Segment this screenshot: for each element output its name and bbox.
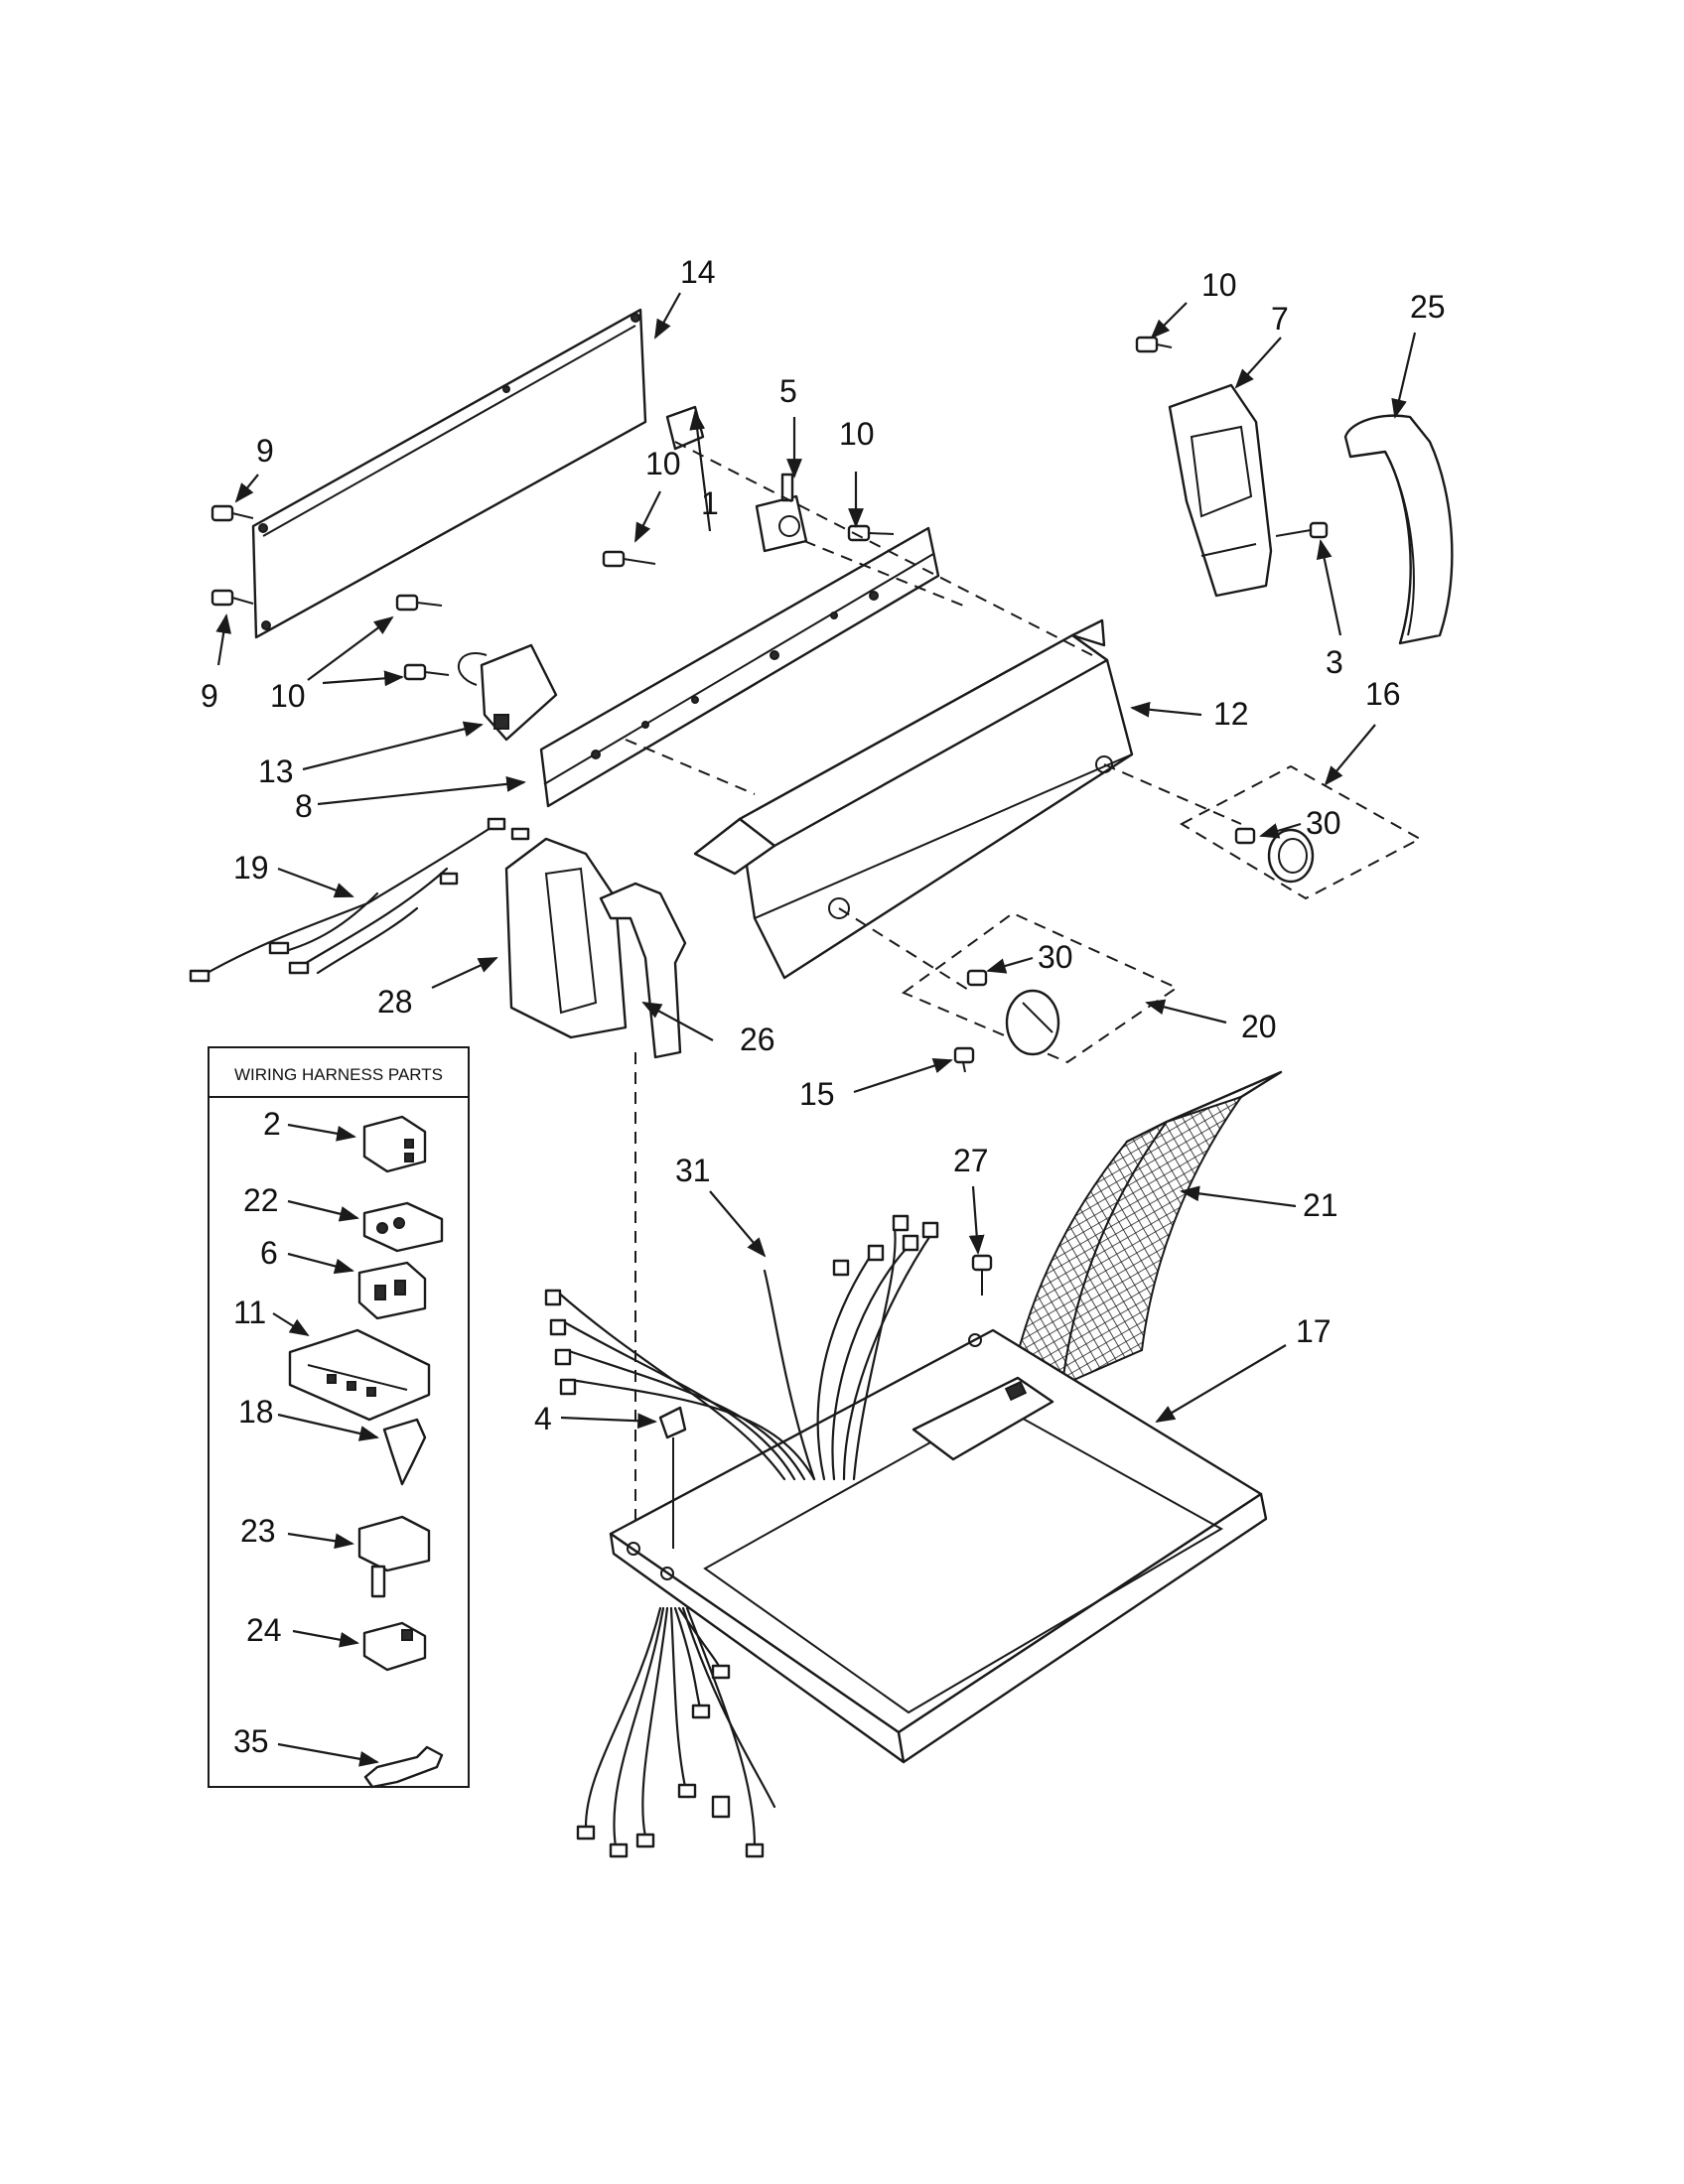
terminal-35 [363, 1745, 444, 1789]
callout-1: 1 [701, 485, 719, 521]
connector-2 [362, 1115, 427, 1173]
screw-10-right [1135, 336, 1173, 353]
screw-10-left-a [395, 594, 443, 612]
callout-7: 7 [1271, 301, 1289, 337]
callout-9-top: 9 [256, 433, 274, 469]
callout-35: 35 [233, 1723, 269, 1759]
wiring-harness-box-title: WIRING HARNESS PARTS [234, 1065, 443, 1084]
callout-10-a: 10 [645, 446, 681, 481]
rear-panel [251, 308, 647, 639]
top-panel-17 [609, 1328, 1268, 1764]
connector-23 [357, 1515, 431, 1598]
end-cap-cover-25 [1343, 414, 1454, 645]
callout-10-b: 10 [839, 416, 875, 452]
connector-18 [382, 1418, 427, 1486]
callout-31: 31 [675, 1153, 711, 1188]
callout-4: 4 [534, 1401, 552, 1436]
callout-24: 24 [246, 1612, 282, 1648]
screw-15 [953, 1046, 975, 1073]
wire-harness-19 [189, 817, 530, 983]
screw-9-top [210, 504, 254, 522]
connector-24 [362, 1621, 427, 1672]
callout-19: 19 [233, 850, 269, 886]
callout-labels: 14 9 9 10 1 5 10 10 13 8 10 7 25 3 12 16… [201, 254, 1446, 1759]
callout-3: 3 [1326, 644, 1343, 680]
callout-6: 6 [260, 1235, 278, 1271]
callout-11: 11 [233, 1295, 266, 1330]
callout-30-b: 30 [1038, 939, 1073, 975]
knob-group-20 [901, 911, 1180, 1064]
callout-10-d: 10 [1201, 267, 1237, 303]
callout-17: 17 [1296, 1313, 1332, 1349]
callout-9-bottom: 9 [201, 678, 218, 714]
clip-4 [658, 1406, 687, 1549]
connector-22 [362, 1201, 444, 1253]
console-12 [693, 618, 1134, 980]
lint-screen-21 [1006, 1070, 1283, 1402]
callout-25: 25 [1410, 289, 1446, 325]
control-bracket [539, 526, 940, 808]
callout-20: 20 [1241, 1009, 1277, 1044]
screw-10-left-b [403, 663, 450, 681]
callout-13: 13 [258, 753, 294, 789]
callout-15: 15 [799, 1076, 835, 1112]
callout-10-c: 10 [270, 678, 306, 714]
button-group-16 [1179, 764, 1423, 900]
callout-23: 23 [240, 1513, 276, 1549]
callout-2: 2 [263, 1106, 281, 1142]
callout-16: 16 [1365, 676, 1401, 712]
connector-6 [357, 1261, 427, 1320]
screw-27 [971, 1254, 993, 1296]
end-cap-28 [504, 837, 628, 1039]
callout-21: 21 [1303, 1187, 1338, 1223]
leader-lines [215, 292, 1417, 1767]
callout-27: 27 [953, 1143, 989, 1178]
callout-5: 5 [779, 373, 797, 409]
callout-18: 18 [238, 1394, 274, 1430]
wire-harness-31 [544, 1214, 939, 1481]
lower-wiring [576, 1606, 776, 1858]
callout-30-a: 30 [1306, 805, 1341, 841]
timer-5 [755, 473, 808, 553]
callout-12: 12 [1213, 696, 1249, 732]
wiring-harness-box: WIRING HARNESS PARTS [208, 1046, 470, 1789]
callout-8: 8 [295, 788, 313, 824]
connector-11 [288, 1328, 431, 1422]
callout-22: 22 [243, 1182, 279, 1218]
screw-3 [1275, 521, 1329, 539]
callout-26: 26 [740, 1022, 775, 1057]
switch-13 [457, 643, 558, 742]
callout-14: 14 [680, 254, 716, 290]
end-cap-7 [1168, 383, 1273, 598]
callout-28: 28 [377, 984, 413, 1020]
screw-9-bottom [210, 589, 254, 607]
